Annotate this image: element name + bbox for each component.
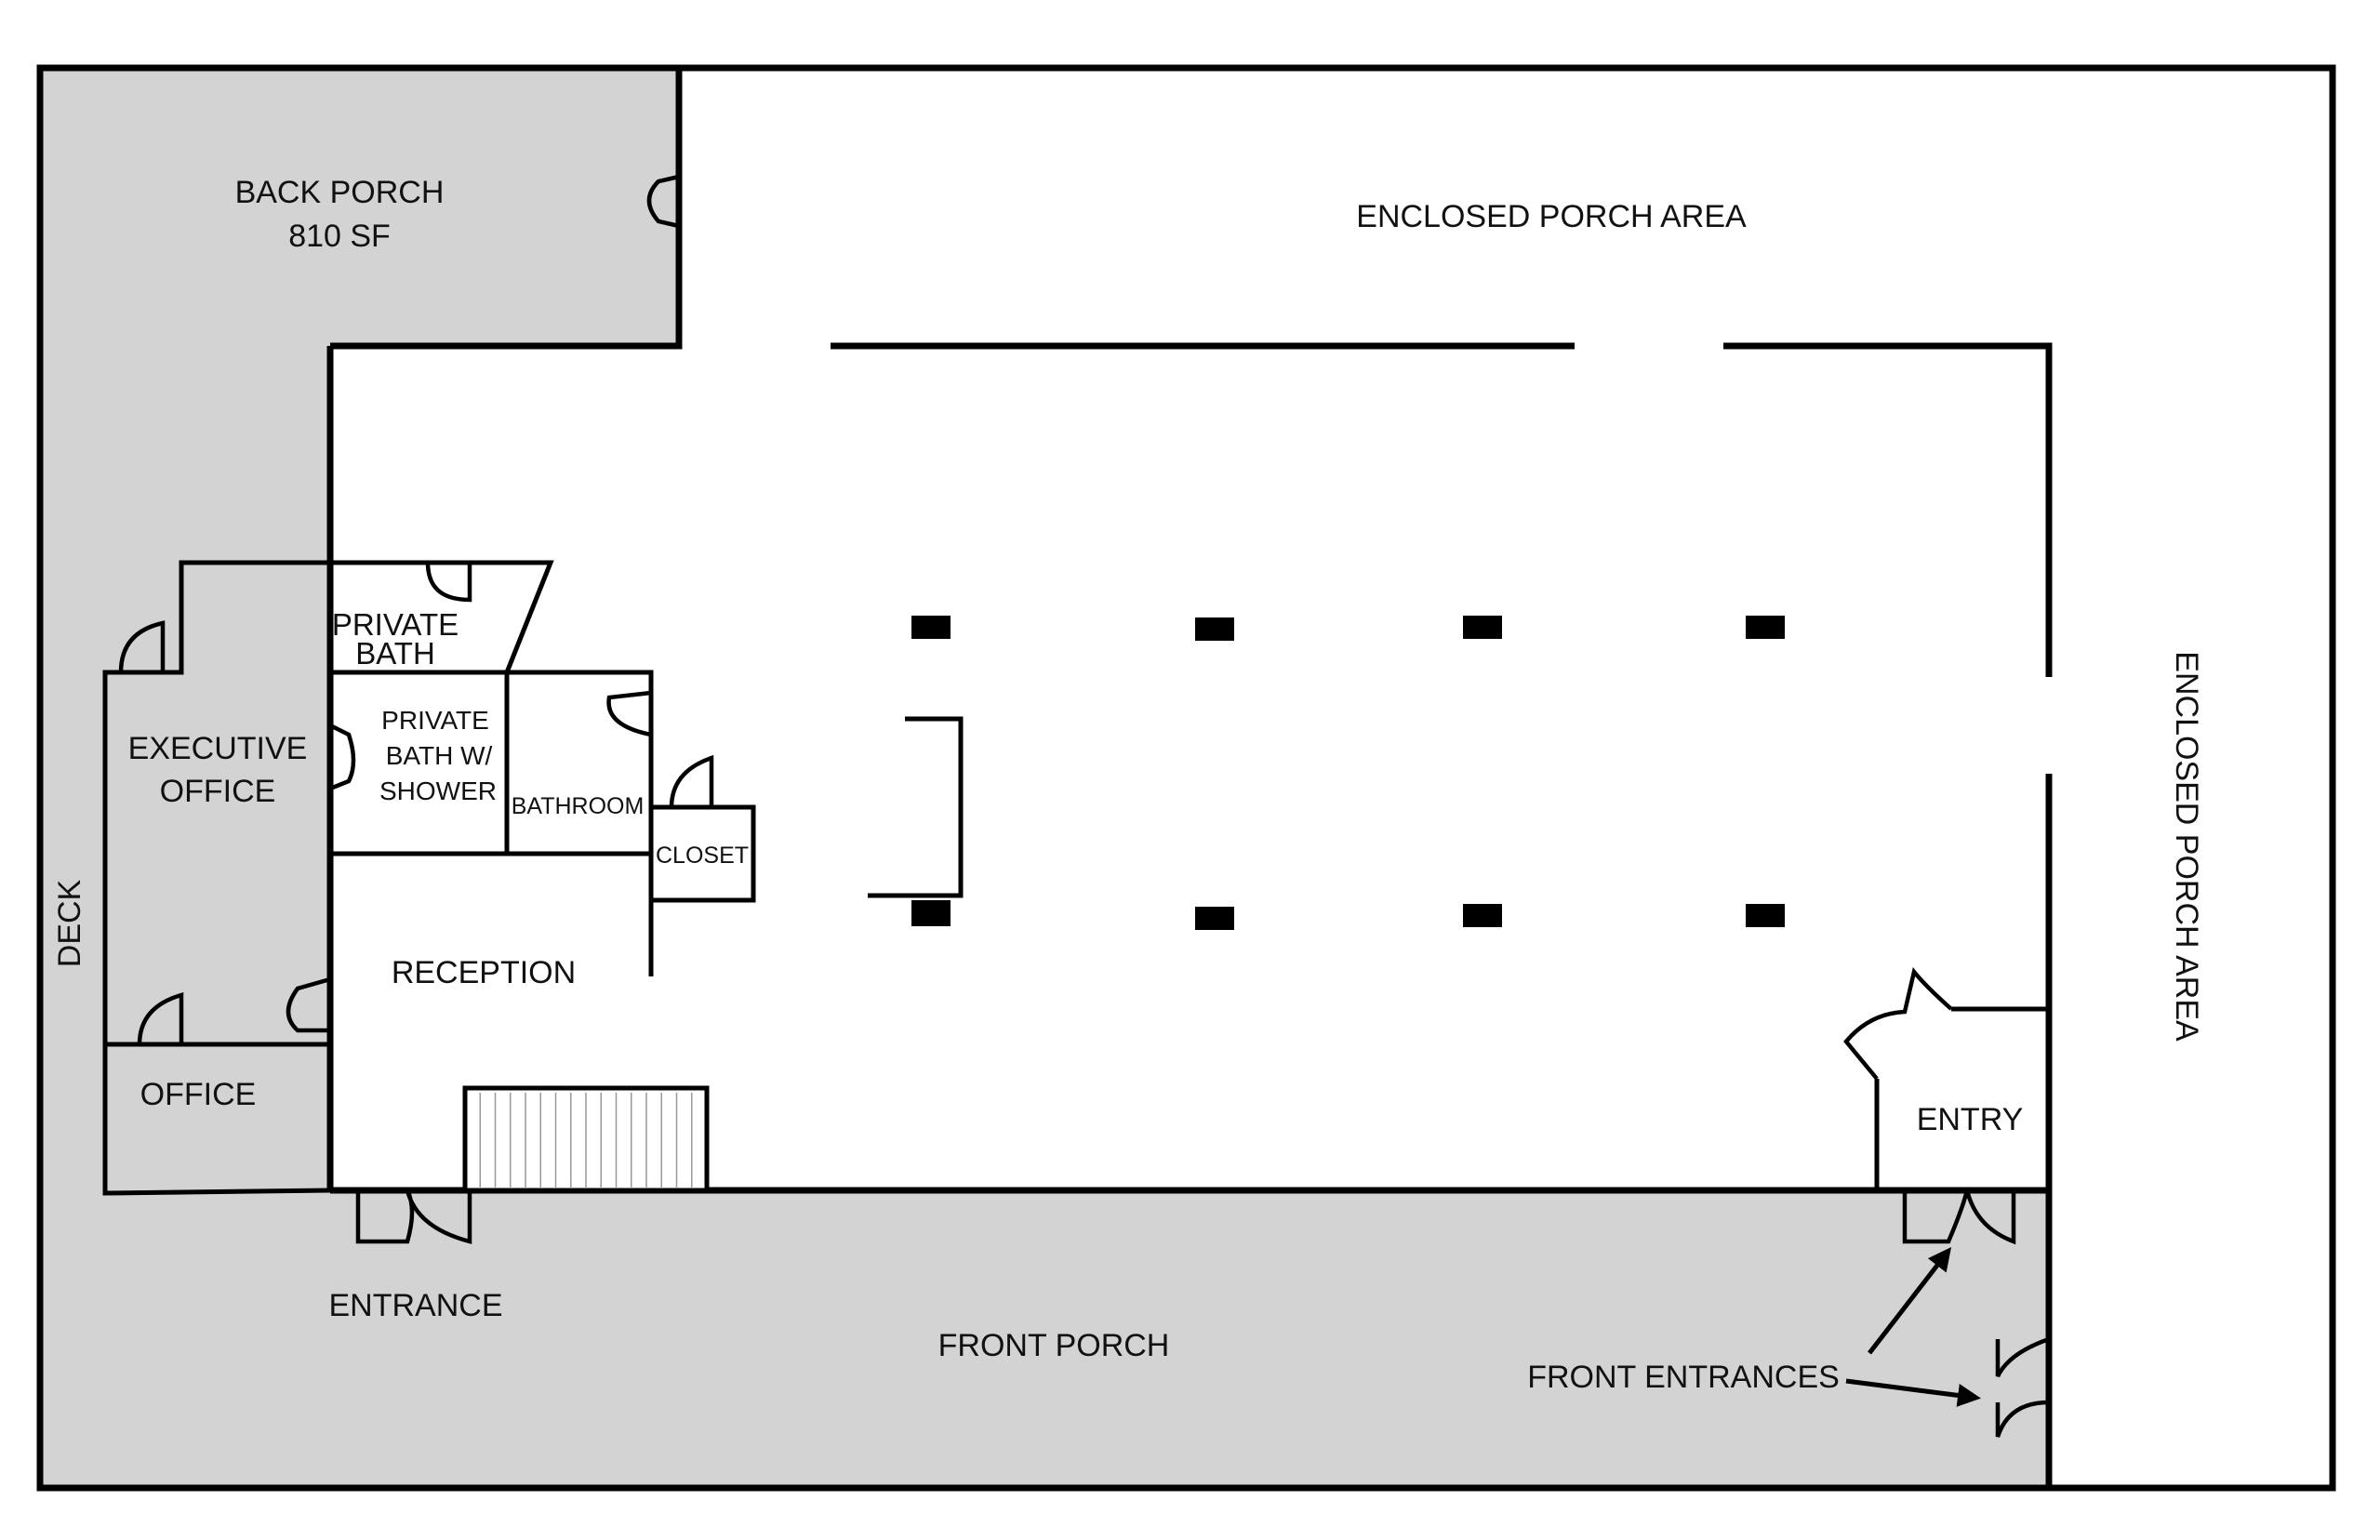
column [911,900,951,926]
enclosed-porch-right-label: ENCLOSED PORCH AREA [2169,651,2204,1042]
deck-label: DECK [52,879,87,967]
back-porch-and-deck-area [40,68,2049,1488]
executive-office-label-line1: EXECUTIVE [128,731,308,766]
front-entrance-arrow-1 [1868,1247,1952,1355]
entrance-label: ENTRANCE [328,1288,502,1323]
column [1463,904,1502,927]
office-door [137,992,184,1045]
bathroom-door [606,690,652,737]
column [1195,907,1234,930]
private-bath-shower-wall [330,670,510,856]
private-bath-shower-label-line1: PRIVATE [381,706,489,735]
executive-office-door [118,620,166,673]
stair-treads [479,1093,693,1188]
column [1746,904,1785,927]
column [1195,617,1234,641]
entry-room-wall [1874,1006,2049,1190]
back-porch-label: BACK PORCH [235,175,445,210]
closet-label: CLOSET [656,843,749,869]
closet-door [669,754,714,808]
private-bath-shower-label-line2: BATH W/ [386,741,493,770]
front-entrances-label: FRONT ENTRANCES [1527,1360,1840,1395]
front-porch-label: FRONT PORCH [938,1328,1170,1363]
column [1463,616,1502,639]
private-bath-label-line2: BATH [355,636,435,670]
bathroom-label: BATHROOM [512,793,645,819]
back-porch-door [646,174,680,229]
entry-label: ENTRY [1917,1102,2024,1137]
enclosed-porch-top-label: ENCLOSED PORCH AREA [1356,199,1747,234]
entrance-door [355,1188,472,1244]
executive-office-label-line2: OFFICE [160,774,276,809]
outer-boundary-wall [36,64,2336,1492]
office-label: OFFICE [140,1077,257,1112]
executive-office-door-lower [286,976,331,1033]
entry-front-door [1902,1189,2016,1245]
side-entrance-door [1995,1336,2050,1438]
executive-office-wall [102,560,331,1196]
main-interior-top-wall-right [1723,342,2053,677]
private-bath-door [425,562,472,603]
private-bath-label-line1: PRIVATE [332,607,459,642]
back-porch-area-label: 810 SF [288,219,391,254]
private-bath-shower-door [328,723,356,791]
reception-label: RECEPTION [392,955,576,990]
front-entrance-arrow-2 [1845,1378,1981,1407]
interior-partition [868,716,964,898]
column [1746,616,1785,639]
back-porch-wall [330,68,683,350]
bathroom-wall [507,670,654,856]
column [911,616,951,639]
private-bath-shower-label-line3: SHOWER [379,777,497,805]
entry-door-upper [1843,966,1953,1081]
